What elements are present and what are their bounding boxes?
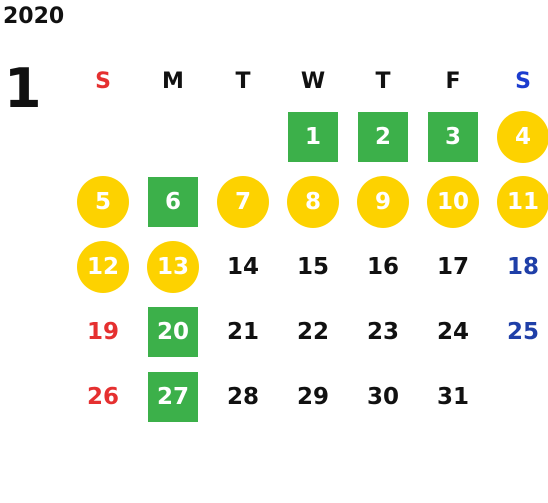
day-number[interactable]: 5: [77, 175, 129, 228]
day-cell: 26: [68, 364, 138, 429]
day-cell: 19: [68, 299, 138, 364]
day-cell: [68, 104, 138, 169]
day-number[interactable]: 15: [296, 253, 329, 280]
day-cell: 14: [208, 234, 278, 299]
day-number[interactable]: 24: [436, 318, 469, 345]
day-cell: 24: [418, 299, 488, 364]
day-cell: 16: [348, 234, 418, 299]
weekday-header-sunday: S: [95, 68, 111, 94]
day-cell: 29: [278, 364, 348, 429]
day-number[interactable]: 25: [506, 318, 539, 345]
day-cell: 3: [418, 104, 488, 169]
day-cell: 2: [348, 104, 418, 169]
day-cell: 17: [418, 234, 488, 299]
day-cell: 13: [138, 234, 208, 299]
day-number[interactable]: 29: [296, 383, 329, 410]
weekday-header-saturday: S: [515, 68, 531, 94]
day-number[interactable]: 8: [287, 175, 339, 228]
day-number[interactable]: 9: [357, 175, 409, 228]
day-cell: 20: [138, 299, 208, 364]
day-number[interactable]: 22: [296, 318, 329, 345]
day-number[interactable]: 31: [436, 383, 469, 410]
day-number[interactable]: 7: [217, 175, 269, 228]
day-cell: 27: [138, 364, 208, 429]
day-number[interactable]: 30: [366, 383, 399, 410]
day-cell: 15: [278, 234, 348, 299]
day-number[interactable]: 10: [427, 175, 479, 228]
day-number[interactable]: 18: [506, 253, 539, 280]
day-cell: 10: [418, 169, 488, 234]
day-cell: 1: [278, 104, 348, 169]
day-number[interactable]: 3: [428, 111, 478, 162]
day-cell: 8: [278, 169, 348, 234]
day-number[interactable]: 11: [497, 175, 548, 228]
year-label: 2020: [3, 4, 65, 29]
day-cell: [208, 104, 278, 169]
day-cell: 21: [208, 299, 278, 364]
day-cell: 9: [348, 169, 418, 234]
day-number[interactable]: 26: [86, 383, 119, 410]
day-cell: 6: [138, 169, 208, 234]
day-number[interactable]: 23: [366, 318, 399, 345]
day-number[interactable]: 12: [77, 240, 129, 293]
day-cell: 12: [68, 234, 138, 299]
weekday-header-wednesday: W: [300, 68, 326, 94]
day-number[interactable]: 6: [148, 176, 198, 227]
weekday-header-tuesday: T: [235, 68, 251, 94]
month-number: 1: [4, 57, 42, 120]
day-cell: 18: [488, 234, 548, 299]
day-cell: 25: [488, 299, 548, 364]
weekday-header-monday: M: [162, 68, 184, 94]
day-number[interactable]: 1: [288, 111, 338, 162]
weekday-header-thursday: T: [375, 68, 391, 94]
day-cell: 11: [488, 169, 548, 234]
day-number[interactable]: 28: [226, 383, 259, 410]
day-cell: [138, 104, 208, 169]
day-cell: 4: [488, 104, 548, 169]
day-number[interactable]: 20: [148, 306, 198, 357]
day-number[interactable]: 4: [497, 110, 548, 163]
day-cell: 22: [278, 299, 348, 364]
day-cell: 23: [348, 299, 418, 364]
weekday-header-friday: F: [445, 68, 461, 94]
day-number[interactable]: 14: [226, 253, 259, 280]
day-cell: 30: [348, 364, 418, 429]
day-cell: 31: [418, 364, 488, 429]
day-number[interactable]: 2: [358, 111, 408, 162]
day-number[interactable]: 17: [436, 253, 469, 280]
day-cell: 28: [208, 364, 278, 429]
day-cell: 7: [208, 169, 278, 234]
day-number[interactable]: 13: [147, 240, 199, 293]
day-number[interactable]: 19: [86, 318, 119, 345]
day-number[interactable]: 27: [148, 371, 198, 422]
day-cell: [488, 364, 548, 429]
day-cell: 5: [68, 169, 138, 234]
day-number[interactable]: 21: [226, 318, 259, 345]
day-number[interactable]: 16: [366, 253, 399, 280]
